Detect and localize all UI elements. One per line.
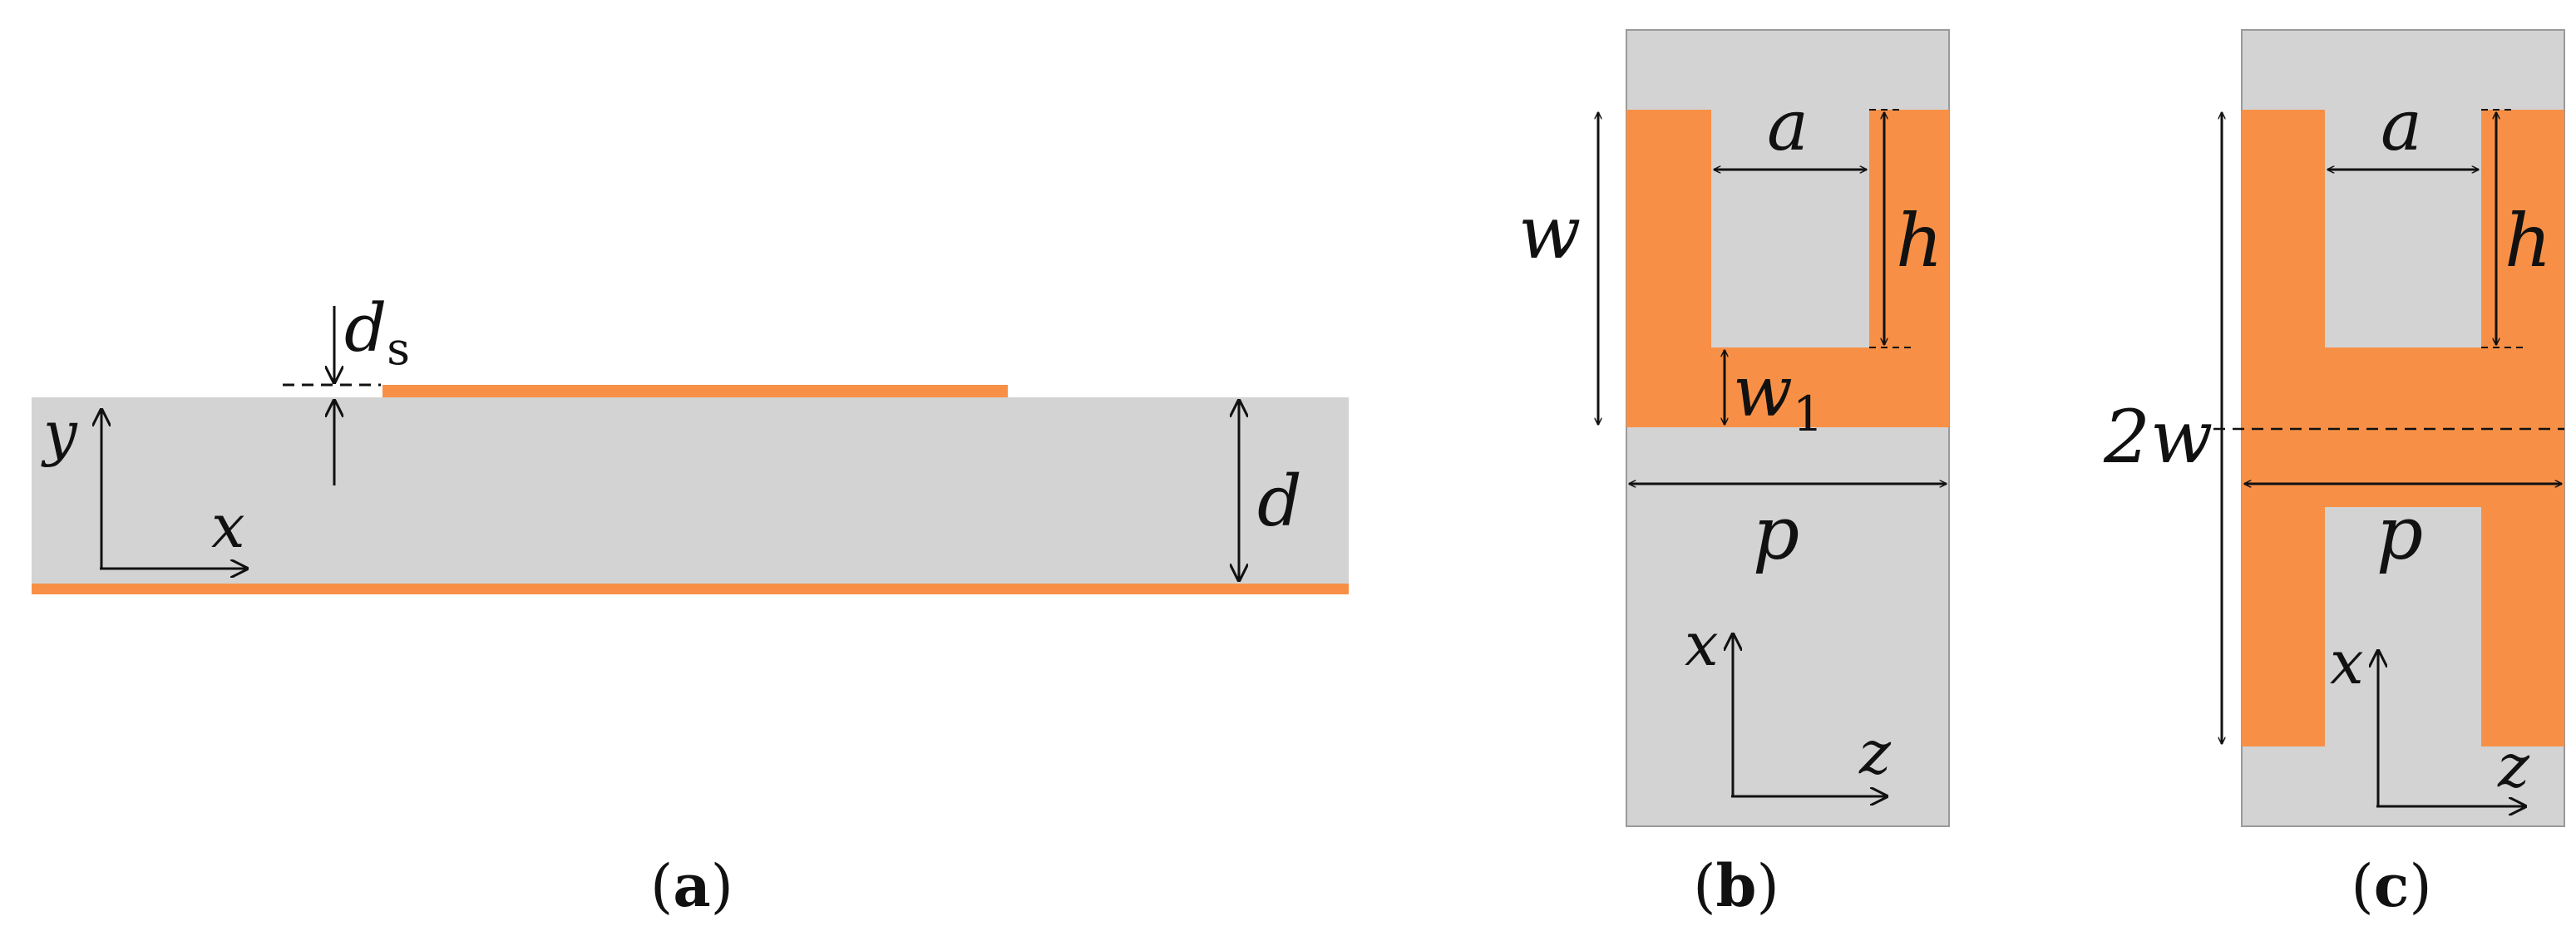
h-shaped-patch	[2242, 110, 2564, 746]
h-label: h	[1896, 198, 1943, 283]
top-metal-strip	[382, 385, 1008, 397]
2w-label: 2w	[2103, 394, 2213, 480]
a-label: a	[1767, 85, 1809, 166]
ds-label: ds	[344, 289, 410, 375]
panel-c-top-view: a h 2w p x z (c)	[2103, 29, 2565, 920]
w1-label: w1	[1733, 351, 1823, 442]
a-label-c: a	[2381, 85, 2422, 166]
panel-b-top-view: a h w w1 p x z (b)	[1518, 29, 1950, 920]
w-label: w	[1518, 190, 1581, 275]
axis-x-label: x	[211, 491, 245, 561]
axis-z-label-c: z	[2497, 731, 2530, 801]
axis-z-label-b: z	[1858, 717, 1892, 787]
u-shaped-patch	[1626, 110, 1949, 427]
h-label-c: h	[2504, 198, 2552, 283]
axis-x-label-c: x	[2330, 628, 2364, 697]
axis-x-label-b: x	[1685, 609, 1719, 679]
caption-b: (b)	[1693, 851, 1779, 920]
axis-y-label: y	[41, 398, 78, 468]
p-label: p	[1753, 490, 1799, 576]
panel-a-side-view: ds d y x (a)	[32, 289, 1349, 920]
substrate-layer	[32, 397, 1349, 584]
p-label-c: p	[2376, 490, 2423, 576]
d-label: d	[1257, 461, 1302, 542]
caption-a: (a)	[650, 851, 733, 920]
ground-plane	[32, 584, 1349, 594]
caption-c: (c)	[2351, 851, 2431, 920]
